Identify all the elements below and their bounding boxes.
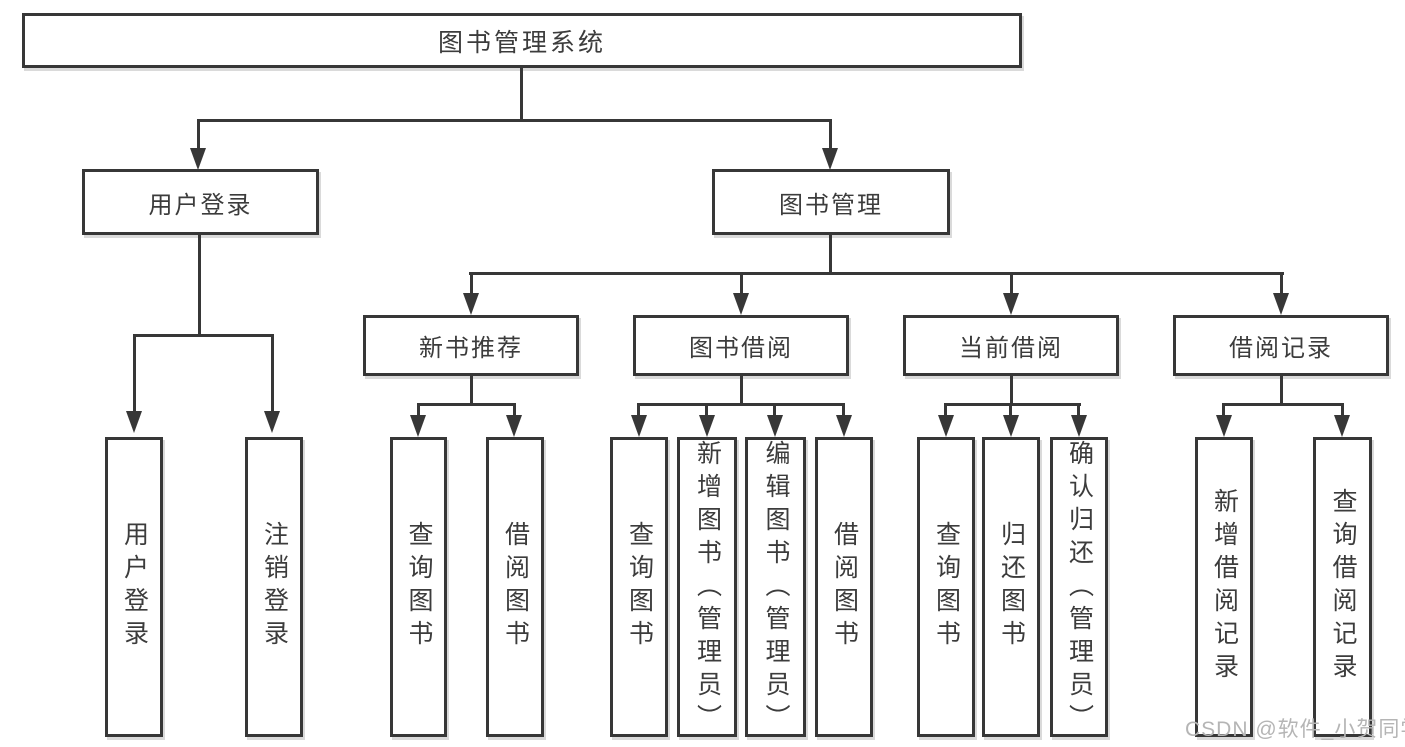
leaf-return-books: 归还图书: [982, 437, 1040, 737]
node-current-borrow: 当前借阅: [903, 315, 1119, 376]
connector-book-mgmt-stem: [829, 235, 832, 275]
leaf-add-books-admin: 新增图书（管理员）: [677, 437, 737, 737]
connector-rail: [417, 403, 516, 406]
leaf-borrow-books-recommend: 借阅图书: [486, 437, 544, 737]
connector-stem: [470, 375, 473, 405]
connector-user-login-stem: [198, 235, 201, 337]
leaf-user-login: 用户登录: [105, 437, 163, 737]
connector-drop: [470, 272, 473, 294]
leaf-logout-login: 注销登录: [245, 437, 303, 737]
arrow-down-icon: [1273, 293, 1289, 315]
arrow-down-icon: [699, 415, 715, 437]
connector-drop: [1341, 403, 1344, 417]
node-label: 图书借阅: [689, 335, 793, 362]
connector-drop: [133, 334, 136, 412]
arrow-down-icon: [506, 415, 522, 437]
connector-rail: [1222, 403, 1344, 406]
arrow-down-icon: [1071, 415, 1087, 437]
csdn-watermark: CSDN @软件_小贺同学: [1185, 718, 1405, 741]
leaf-query-books-borrow: 查询图书: [610, 437, 668, 737]
connector-stem: [1280, 375, 1283, 405]
leaf-query-books-recommend: 查询图书: [390, 437, 447, 737]
leaf-label: 注销登录: [260, 521, 289, 653]
connector-drop: [740, 272, 743, 294]
arrow-down-icon: [631, 415, 647, 437]
connector-rail: [637, 403, 845, 406]
node-label: 借阅记录: [1229, 335, 1333, 362]
node-label: 用户登录: [148, 191, 253, 219]
node-book-management: 图书管理: [712, 169, 950, 235]
arrow-down-icon: [264, 411, 280, 433]
connector-drop: [1077, 403, 1080, 417]
arrow-down-icon: [1216, 415, 1232, 437]
leaf-label: 借阅图书: [501, 521, 530, 653]
leaf-add-borrow-record: 新增借阅记录: [1195, 437, 1253, 737]
leaf-label: 新增图书（管理员）: [693, 440, 722, 737]
arrow-down-icon: [836, 415, 852, 437]
leaf-label: 查询借阅记录: [1329, 488, 1357, 686]
node-new-book-recommend: 新书推荐: [363, 315, 579, 376]
connector-drop: [1010, 272, 1013, 294]
leaf-label: 确认归还（管理员）: [1065, 440, 1094, 737]
node-library-management-system: 图书管理系统: [22, 13, 1022, 68]
leaf-label: 借阅图书: [830, 521, 859, 653]
arrow-down-icon: [1003, 415, 1019, 437]
leaf-label: 查询图书: [932, 521, 961, 653]
leaf-label: 编辑图书（管理员）: [762, 440, 790, 737]
connector-stem: [1010, 375, 1013, 405]
arrow-down-icon: [126, 411, 142, 433]
connector-drop: [1009, 403, 1012, 417]
connector-drop: [829, 119, 832, 150]
arrow-down-icon: [410, 415, 426, 437]
leaf-label: 新增借阅记录: [1210, 488, 1239, 686]
leaf-label: 归还图书: [997, 521, 1026, 653]
leaf-query-books-current: 查询图书: [917, 437, 975, 737]
node-user-login: 用户登录: [82, 169, 319, 235]
connector-drop: [842, 403, 845, 417]
arrow-down-icon: [1003, 293, 1019, 315]
connector-drop: [1222, 403, 1225, 417]
connector-drop: [773, 403, 776, 417]
leaf-borrow-books: 借阅图书: [815, 437, 873, 737]
connector-drop: [271, 334, 274, 412]
connector-drop: [705, 403, 708, 417]
arrow-down-icon: [1334, 415, 1350, 437]
node-book-borrow: 图书借阅: [633, 315, 849, 376]
connector-drop: [944, 403, 947, 417]
arrow-down-icon: [463, 293, 479, 315]
node-borrow-records: 借阅记录: [1173, 315, 1389, 376]
connector-book-mgmt-rail: [469, 272, 1284, 275]
connector-root-stem: [520, 68, 523, 122]
leaf-confirm-return-admin: 确认归还（管理员）: [1050, 437, 1108, 737]
arrow-down-icon: [190, 148, 206, 170]
node-label: 新书推荐: [419, 335, 523, 362]
connector-drop: [1280, 272, 1283, 294]
node-label: 图书管理: [779, 191, 883, 219]
leaf-query-borrow-record: 查询借阅记录: [1313, 437, 1372, 737]
connector-drop: [417, 403, 420, 417]
connector-stem: [740, 375, 743, 405]
leaf-label: 用户登录: [120, 521, 149, 653]
node-label: 图书管理系统: [437, 28, 606, 57]
connector-drop: [637, 403, 640, 417]
arrow-down-icon: [822, 148, 838, 170]
leaf-label: 查询图书: [625, 521, 654, 653]
connector-user-login-rail: [133, 334, 274, 337]
connector-drop: [197, 119, 200, 150]
arrow-down-icon: [938, 415, 954, 437]
node-label: 当前借阅: [959, 335, 1063, 362]
arrow-down-icon: [733, 293, 749, 315]
arrow-down-icon: [767, 415, 783, 437]
leaf-edit-books-admin: 编辑图书（管理员）: [745, 437, 806, 737]
connector-rail: [944, 403, 1081, 406]
connector-root-rail: [197, 119, 832, 122]
leaf-label: 查询图书: [405, 521, 433, 653]
connector-drop: [513, 403, 516, 417]
